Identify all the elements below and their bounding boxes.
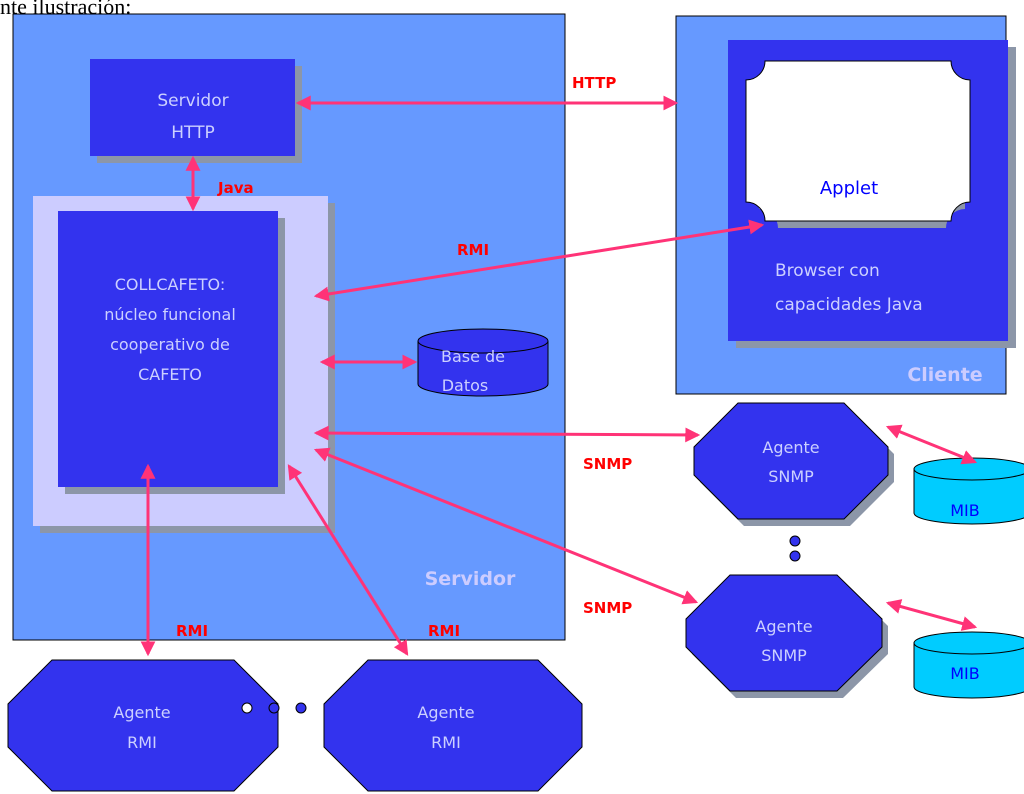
snmp-agent-1-line-1: Agente: [762, 438, 819, 457]
applet-frame: [745, 60, 971, 222]
label-rmi-applet: RMI: [457, 241, 489, 259]
rmi-ellipsis-dots: [241, 702, 307, 714]
http-server-node: Servidor HTTP: [90, 59, 302, 163]
core-line-3: cooperativo de: [110, 335, 230, 354]
rmi-agent-2-line-1: Agente: [417, 703, 474, 722]
browser-node: Applet Browser con capacidades Java: [728, 40, 1016, 348]
mib-1-label: MIB: [950, 501, 980, 520]
database-line-2: Datos: [442, 376, 489, 395]
snmp-agent-2-line-1: Agente: [755, 617, 812, 636]
server-label: Servidor: [425, 568, 516, 590]
protocol-labels: HTTP Java RMI SNMP SNMP RMI RMI: [176, 74, 632, 640]
browser-line-2: capacidades Java: [775, 295, 923, 315]
snmp-agent-2-node: Agente SNMP: [685, 574, 888, 698]
label-http: HTTP: [572, 74, 616, 92]
mib-2-node: MIB: [913, 631, 1024, 699]
rmi-agent-2-node: Agente RMI: [323, 659, 583, 792]
label-snmp-2: SNMP: [583, 599, 632, 617]
edge-mib-1: [885, 424, 978, 465]
rmi-agent-1-node: Agente RMI: [7, 659, 279, 792]
applet-label: Applet: [820, 178, 878, 199]
snmp-ellipsis-dots: [789, 535, 801, 562]
rmi-agent-2-line-2: RMI: [431, 733, 461, 752]
core-line-4: CAFETO: [138, 365, 202, 384]
client-label: Cliente: [907, 364, 982, 386]
core-node: COLLCAFETO: núcleo funcional cooperativo…: [58, 211, 285, 494]
connections: [140, 95, 978, 657]
browser-line-1: Browser con: [775, 261, 880, 281]
snmp-agent-1-node: Agente SNMP: [693, 402, 894, 526]
http-server-line-2: HTTP: [171, 123, 215, 143]
label-snmp-1: SNMP: [583, 455, 632, 473]
label-java: Java: [217, 179, 254, 197]
rmi-agent-1-line-2: RMI: [127, 733, 157, 752]
mib-1-node: MIB: [913, 457, 1024, 525]
edge-rmi-agent-2: [287, 464, 409, 656]
label-rmi-agent-1: RMI: [176, 622, 208, 640]
label-rmi-agent-2: RMI: [428, 622, 460, 640]
edge-mib-2: [885, 599, 978, 631]
http-server-line-1: Servidor: [157, 91, 228, 111]
snmp-agent-1-line-2: SNMP: [768, 467, 814, 486]
database-line-1: Base de: [441, 347, 505, 366]
database-node: Base de Datos: [417, 328, 549, 397]
edge-snmp-1: [313, 425, 701, 443]
core-line-2: núcleo funcional: [104, 305, 236, 324]
snmp-agent-2-line-2: SNMP: [761, 646, 807, 665]
mib-2-label: MIB: [950, 664, 980, 683]
rmi-agent-1-line-1: Agente: [113, 703, 170, 722]
edge-rmi-applet: [313, 219, 765, 302]
core-line-1: COLLCAFETO:: [115, 275, 226, 294]
